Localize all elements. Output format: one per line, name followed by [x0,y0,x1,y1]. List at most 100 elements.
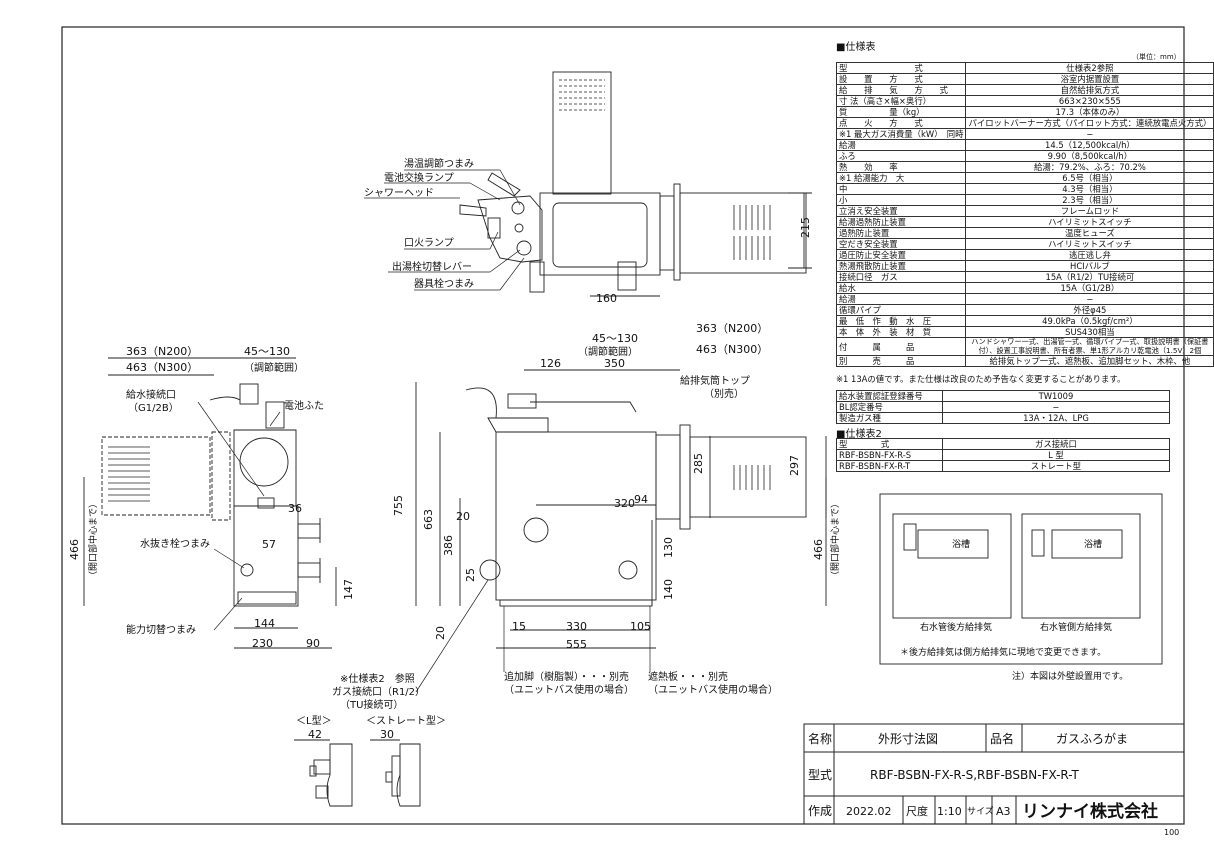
label-water-inlet: 給水接続口 [126,388,176,401]
spec-key-cell: 質 量（kg） [835,106,967,118]
spec-row: 過圧防止安全装置逃圧逃し弁 [835,249,1214,261]
spec-value-cell: ハイリミットスイッチ [965,238,1214,250]
spec-value-cell: ガス接続口 [941,438,1171,450]
spec-row: 別 売 品給排気トップ一式、遮熱板、追加脚セット、木枠、他 [835,355,1214,367]
dim-160: 160 [596,292,617,305]
tb-page-code: 100 [1164,828,1179,837]
label-pilot-lamp: 口火ランプ [404,237,454,249]
note-spec-table2-ref: ※仕様表2 参照 [340,672,415,685]
spec-key-cell: 点 火 方 式 [835,117,967,129]
spec-row: 空だき安全装置ハイリミットスイッチ [835,238,1214,250]
spec-key-cell: 給湯 [835,139,967,151]
front-dim-20-inner: 20 [456,510,470,523]
front-dim-15: 15 [512,620,526,633]
spec-value-cell: 外径φ45 [965,304,1214,316]
install-caption-2: 右水管側方給排気 [1040,621,1112,633]
left-view [83,357,337,649]
spec-key-cell: 給湯過熱防止装置 [835,216,967,228]
top-view-label-lines [364,169,525,291]
spec-value-cell: 15A（G1/2B） [965,282,1214,294]
label-vent-top: 給排気筒トップ [680,374,750,387]
spec-row: 給湯− [835,293,1214,305]
spec2-row: 型 式ガス接続口 [836,438,1171,450]
spec-value-cell: 仕様表2参照 [965,62,1214,74]
dim-30: 30 [380,728,394,741]
front-open-center: （開口部中心まで） [829,499,841,580]
note-extra-legs-unitbath: （ユニットバス使用の場合） [504,683,634,696]
spec-key-cell: 熱湯飛散防止装置 [835,260,967,272]
front-dim-130: 130 [662,537,675,558]
spec-key-cell: 循環パイプ [835,304,967,316]
spec-key-cell: RBF-BSBN-FX-R-T [836,460,943,472]
install-diagrams [879,493,1163,665]
label-l-type: ＜L型＞ [296,714,332,727]
gas-connector-details [294,739,421,807]
spec-row: 点 火 方 式パイロットバーナー方式（パイロット方式：連続放電点火方式） [835,117,1214,129]
spec-value-cell: パイロットバーナー方式（パイロット方式：連続放電点火方式） [965,117,1214,129]
spec-key-cell: 小 [835,194,967,206]
front-dim-466: 466 [812,539,825,560]
spec-value-cell: 温度ヒューズ [965,227,1214,239]
spec-value-cell: − [965,128,1214,140]
spec-value-cell: 14.5（12,500kcal/h） [965,139,1214,151]
front-adjust-range: （調節範囲） [578,345,638,358]
title-block [803,723,1185,825]
spec-key-cell: 本 体 外 装 材 質 [835,326,967,338]
front-dim-755: 755 [392,495,405,516]
label-water-inlet-size: （G1/2B） [128,402,179,414]
spec-value-cell: 2.3号（相当） [965,194,1214,206]
top-view [459,71,812,297]
spec-key-cell: RBF-BSBN-FX-R-S [836,449,943,461]
spec-key-cell: 付 属 品 [835,337,967,356]
label-vent-top-optional: （別売） [704,387,744,400]
spec-key-cell: 過圧防止安全装置 [835,249,967,261]
bath-label-1: 浴槽 [952,538,970,550]
tb-product-label: 品名 [990,731,1014,746]
front-view [415,369,827,649]
label-outlet-lever: 出湯栓切替レバー [392,260,472,273]
spec-row: 設 置 方 式浴室内据置設置 [835,73,1214,85]
dim-42: 42 [308,728,322,741]
front-dim-45-130: 45〜130 [592,332,638,345]
front-dim-20: 20 [434,626,447,640]
spec-value-cell: SUS430相当 [965,326,1214,338]
front-dim-285: 285 [692,453,705,474]
front-dim-555: 555 [566,638,587,651]
spec-note: ※1 13Aの値です。また仕様は改良のため予告なく変更することがあります。 [836,374,1126,384]
left-dim-57: 57 [262,538,276,551]
spec-key-cell: 製造ガス種 [836,412,943,424]
label-straight-type: ＜ストレート型＞ [366,714,446,727]
spec-row: 過熱防止装置温度ヒューズ [835,227,1214,239]
install-caption-1: 右水管後方給排気 [920,621,992,633]
spec-value-cell: 17.3（本体のみ） [965,106,1214,118]
label-battery-lamp: 電池交換ランプ [384,171,454,184]
spec-row: 立消え安全装置フレームロッド [835,205,1214,217]
tb-scale-label: 尺度 [906,804,928,818]
spec-key-cell: 給湯 [835,293,967,305]
spec-value-cell: 13A・12A、LPG [941,412,1171,424]
tb-scale-value: 1:10 [937,805,962,818]
spec-value-cell: 49.0kPa（0.5kgf/cm²） [965,315,1214,327]
front-dim-330: 330 [566,620,587,633]
spec-table: 型 式仕様表2参照設 置 方 式浴室内据置設置給 排 気 方 式自然給排気方式寸… [835,62,1214,367]
note-heat-shield-unitbath: （ユニットバス使用の場合） [648,683,778,696]
spec-key-cell: 接続口径 ガス [835,271,967,283]
spec-value-cell: 給排気トップ一式、遮熱板、追加脚セット、木枠、他 [965,355,1214,367]
spec-row: ※1 最大ガス消費量（kW） 同時− [835,128,1214,140]
left-dim-90: 90 [306,637,320,650]
spec-key-cell: 空だき安全装置 [835,238,967,250]
left-dim-147: 147 [342,579,355,600]
front-dim-94: 94 [634,493,648,506]
spec-key-cell: 立消え安全装置 [835,205,967,217]
note-heat-shield: 遮熱板・・・別売 [648,670,728,683]
spec-table2-title: ■仕様表2 [836,429,882,440]
spec-row: 寸 法（高さ×幅×奥行）663×230×555 [835,95,1214,107]
